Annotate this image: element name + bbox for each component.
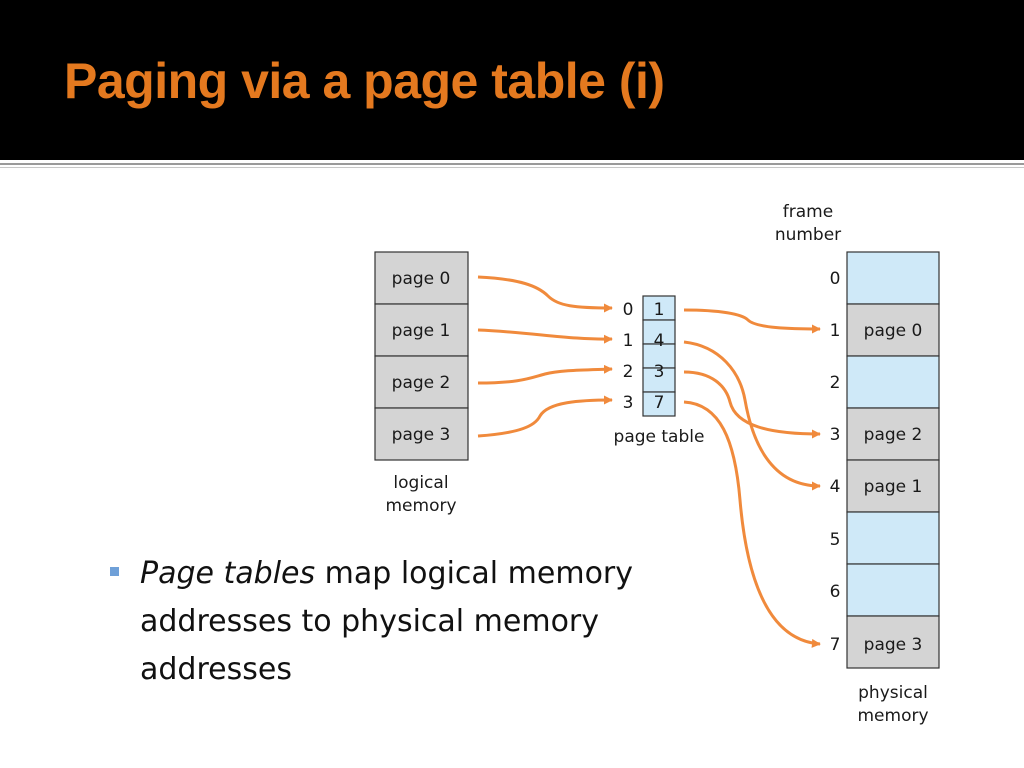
physical-frame-cell [846,407,940,461]
physical-frame-content: page 1 [864,477,923,497]
physical-memory-label-line2: memory [857,706,928,726]
logical-page-label: page 1 [392,321,451,341]
page-table-label: page table [614,427,705,447]
page-table: 1 4 3 7 0 1 2 3 page table [614,295,705,447]
slide-title: Paging via a page table (i) [64,53,665,109]
physical-frame-cell [846,303,940,357]
logical-memory-label-line2: memory [385,496,456,516]
physical-frame-cell [846,615,940,669]
physical-frame-cell [846,355,940,409]
page-table-index: 2 [623,362,634,382]
page-table-index: 0 [623,300,634,320]
arrow-page1-to-entry1 [477,328,613,344]
page-table-frame-value: 3 [654,362,665,382]
frame-number: 4 [830,477,841,497]
logical-page-cell [374,355,469,409]
frame-number: 7 [830,635,841,655]
arrow-entry2-to-frame3 [683,370,821,439]
arrow-page3-to-entry3 [477,395,613,438]
arrow-page0-to-entry0 [477,275,613,313]
physical-frame-cell [846,459,940,513]
logical-page-cell [374,303,469,357]
page-table-frame-value: 7 [654,393,665,413]
arrow-entry1-to-frame4 [683,340,821,491]
frame-number-header-line1: frame [783,202,833,222]
physical-frame-content: page 2 [864,425,923,445]
physical-frame-cell [846,251,940,305]
arrow-page2-to-entry2 [477,364,613,385]
header-rule [0,163,1024,165]
frame-number: 6 [830,582,841,602]
page-table-cell [642,367,676,393]
header-rule-thin [0,167,1024,168]
page-table-cell [642,295,676,321]
bullet-rest: map logical memory addresses to physical… [140,556,634,687]
page-table-frame-value: 1 [654,300,665,320]
page-table-index: 3 [623,393,634,413]
arrow-entry3-to-frame7 [683,400,821,648]
logical-memory: page 0 page 1 page 2 page 3 logical memo… [374,251,469,516]
logical-page-cell [374,407,469,461]
page-table-cell [642,391,676,417]
bullet-emphasis: Page tables [140,556,316,591]
logical-page-label: page 2 [392,373,451,393]
frame-number: 1 [830,321,841,341]
logical-memory-label-line1: logical [393,473,448,493]
physical-memory-label-line1: physical [858,683,928,703]
physical-memory: frame number page 0 page 2 page 1 page 3… [775,202,940,726]
frame-number: 3 [830,425,841,445]
page-table-index: 1 [623,331,634,351]
title-bar: Paging via a page table (i) [0,0,1024,160]
logical-page-label: page 3 [392,425,451,445]
bullet-marker-icon [110,567,119,576]
logical-page-label: page 0 [392,269,451,289]
physical-frame-content: page 0 [864,321,923,341]
bullet-text: Page tables map logical memory addresses… [140,550,690,694]
arrow-entry0-to-frame1 [683,308,821,334]
frame-number: 5 [830,530,841,550]
frame-number: 0 [830,269,841,289]
physical-frame-cell [846,511,940,565]
bullet-point: Page tables map logical memory addresses… [110,550,690,694]
logical-page-cell [374,251,469,305]
arrows-logical-to-table [477,275,613,438]
physical-frame-cell [846,563,940,617]
physical-frame-content: page 3 [864,635,923,655]
page-table-cell [642,319,676,345]
arrows-table-to-frames [683,308,821,648]
frame-number-header-line2: number [775,225,841,245]
page-table-frame-value: 4 [654,331,665,351]
frame-number: 2 [830,373,841,393]
